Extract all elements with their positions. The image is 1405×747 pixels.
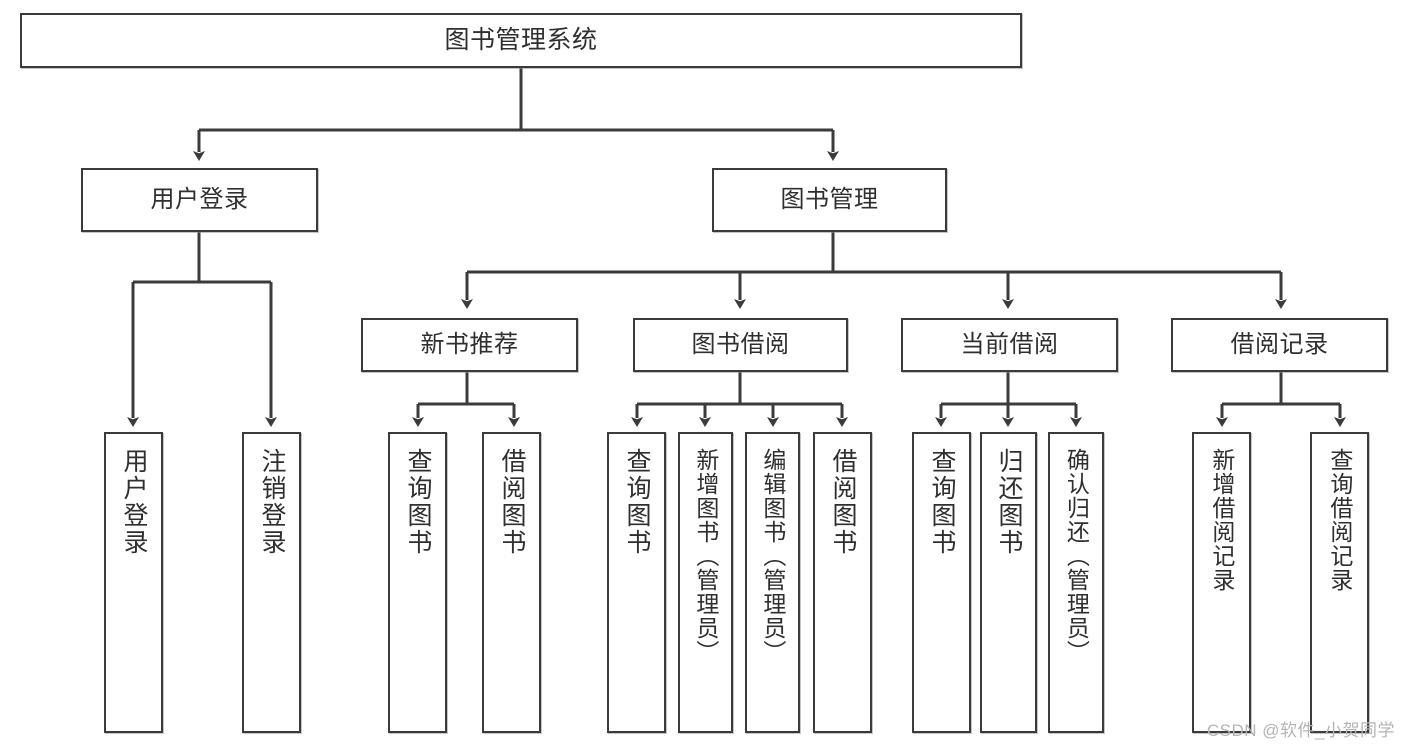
node-current-borrow-label: 当前借阅 [960,330,1059,358]
node-user-login-label: 用户登录 [150,185,249,213]
node-leaf-logout-label: 注销登录 [258,448,286,556]
node-leaf-add-record-label: 新增借阅记录 [1208,448,1235,592]
node-leaf-borrow-book-1[interactable]: 借阅图书 [482,432,541,733]
node-current-borrow[interactable]: 当前借阅 [901,318,1118,372]
node-leaf-query-book-2[interactable]: 查询图书 [607,432,666,733]
node-leaf-add-book-label: 新增图书（管理员） [692,448,719,664]
node-leaf-return-book-label: 归还图书 [995,448,1023,556]
node-leaf-add-book[interactable]: 新增图书（管理员） [678,432,733,733]
node-leaf-borrow-book-2-label: 借阅图书 [829,448,857,556]
node-leaf-query-record[interactable]: 查询借阅记录 [1310,432,1369,733]
node-leaf-confirm-return-label: 确认归还（管理员） [1063,448,1090,664]
node-root[interactable]: 图书管理系统 [20,13,1022,68]
node-leaf-query-book-1[interactable]: 查询图书 [388,432,447,733]
node-leaf-query-book-3[interactable]: 查询图书 [912,432,971,733]
node-leaf-query-book-1-label: 查询图书 [404,448,432,556]
node-leaf-query-book-2-label: 查询图书 [623,448,651,556]
node-new-book-rec[interactable]: 新书推荐 [361,318,578,372]
node-leaf-borrow-book-1-label: 借阅图书 [498,448,526,556]
node-leaf-user-login[interactable]: 用户登录 [104,432,163,733]
node-borrow-record[interactable]: 借阅记录 [1171,318,1388,372]
node-leaf-logout[interactable]: 注销登录 [242,432,301,733]
node-book-borrow-label: 图书借阅 [691,330,790,358]
node-book-manage-label: 图书管理 [780,185,879,213]
node-book-manage[interactable]: 图书管理 [712,168,947,232]
node-leaf-edit-book[interactable]: 编辑图书（管理员） [745,432,800,733]
csdn-watermark: CSDN @软件_小贺同学 [1206,721,1395,740]
node-leaf-query-book-3-label: 查询图书 [928,448,956,556]
node-new-book-rec-label: 新书推荐 [420,330,519,358]
node-leaf-add-record[interactable]: 新增借阅记录 [1192,432,1251,733]
node-user-login[interactable]: 用户登录 [81,168,318,232]
node-leaf-query-record-label: 查询借阅记录 [1326,448,1353,592]
node-borrow-record-label: 借阅记录 [1230,330,1329,358]
node-leaf-borrow-book-2[interactable]: 借阅图书 [813,432,872,733]
node-leaf-user-login-label: 用户登录 [120,448,148,556]
node-leaf-confirm-return[interactable]: 确认归还（管理员） [1048,432,1104,733]
node-root-label: 图书管理系统 [444,25,598,54]
node-leaf-edit-book-label: 编辑图书（管理员） [759,448,786,664]
node-book-borrow[interactable]: 图书借阅 [633,318,848,372]
node-leaf-return-book[interactable]: 归还图书 [980,432,1037,733]
